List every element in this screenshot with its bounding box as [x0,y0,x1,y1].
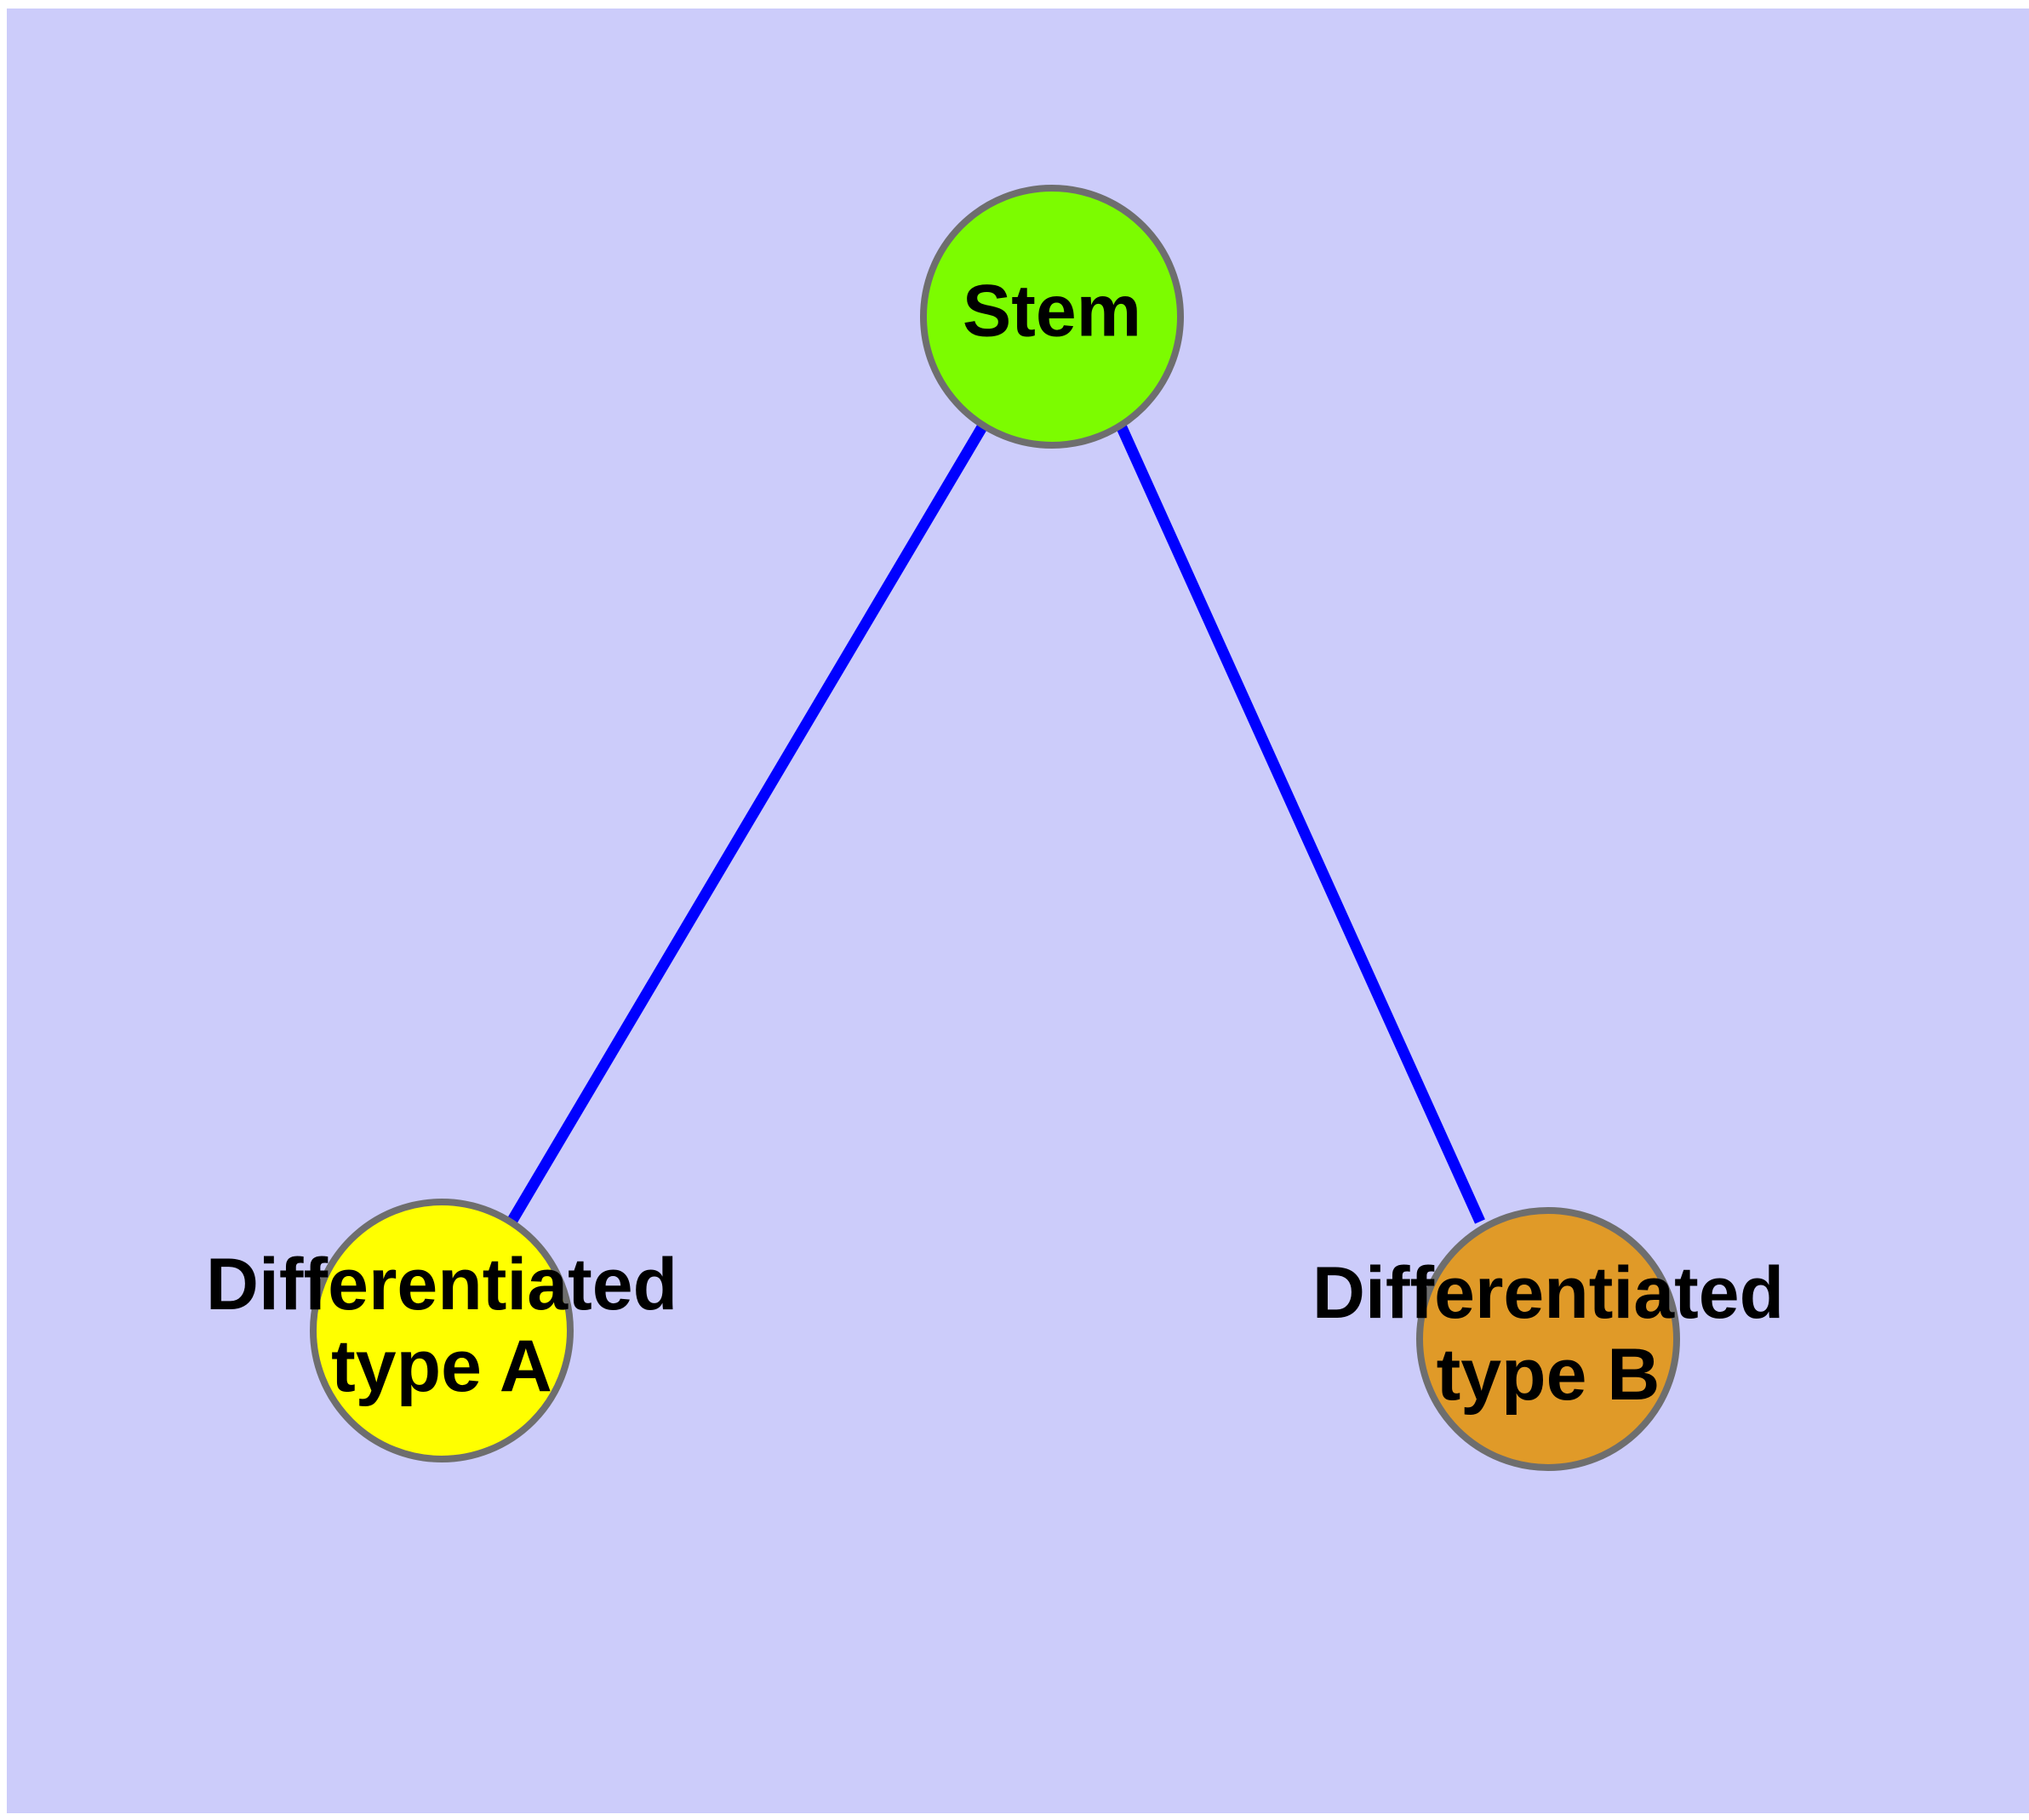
edge-stem-to-differentiated-type-b [1116,423,1485,1224]
edge-layer [506,422,1485,1227]
edge-stem-to-differentiated-type-a [506,422,988,1227]
node-differentiated-type-a-circle[interactable] [310,1199,574,1462]
node-differentiated-type-b-circle[interactable] [1416,1207,1680,1471]
node-stem[interactable]: Stem [920,185,1184,449]
node-stem-circle[interactable] [920,185,1184,449]
node-stem-label: Stem [963,271,1141,352]
